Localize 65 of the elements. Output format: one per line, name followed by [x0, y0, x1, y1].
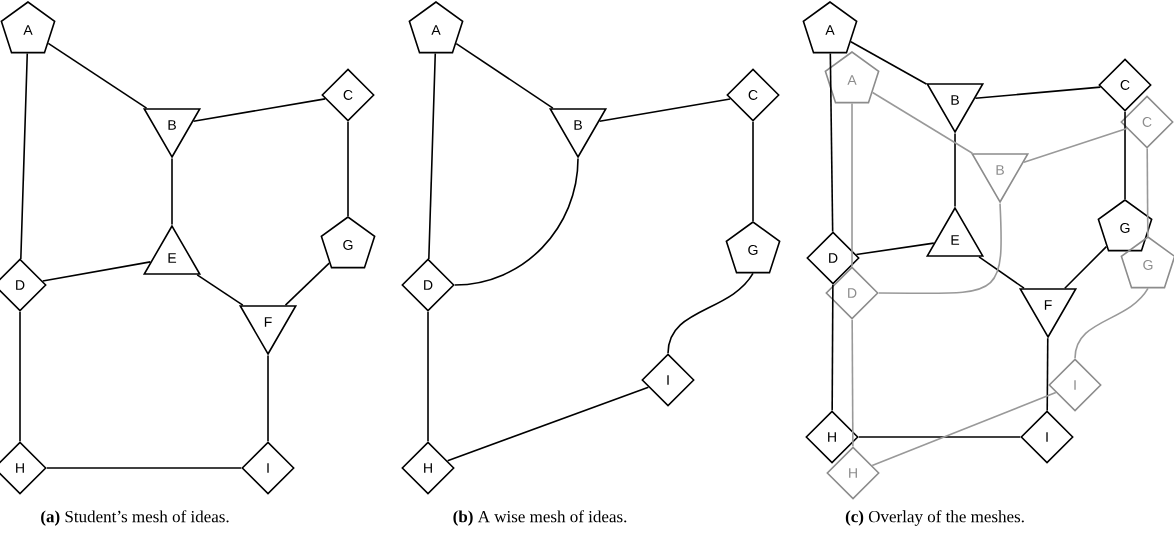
connector-line: [1023, 127, 1128, 163]
connector-line: [428, 52, 437, 260]
connector-line: [871, 391, 1057, 467]
pentagon-node: G: [1120, 236, 1174, 289]
connector-line: [855, 242, 935, 256]
diamond-node: I: [241, 441, 295, 495]
connector-line: [1146, 147, 1149, 237]
connector-line: [598, 98, 731, 123]
connector-line: [46, 467, 242, 469]
connector-line: [196, 274, 244, 306]
connector-line: [1124, 111, 1126, 200]
diamond-node: C: [726, 68, 780, 122]
connector-line: [851, 102, 853, 267]
connector-line: [829, 52, 834, 233]
diamond-node: H: [401, 441, 455, 495]
pentagon-node: G: [1097, 199, 1153, 252]
connector-line: [831, 283, 834, 412]
connector-line: [954, 132, 956, 208]
diamond-node: C: [1098, 58, 1152, 112]
connector-line: [851, 318, 854, 448]
diamond-node: H: [805, 410, 859, 464]
connector-line: [284, 262, 331, 306]
connector-line: [850, 40, 928, 85]
caption: (c) Overlay of the meshes.: [845, 510, 1024, 526]
pentagon-node: A: [824, 51, 880, 104]
connector-line: [41, 261, 152, 282]
connector-line: [1046, 337, 1049, 412]
diamond-node: I: [1048, 358, 1102, 412]
connector-line: [878, 202, 1002, 295]
connector-line: [974, 86, 1102, 99]
diamond-node: H: [0, 441, 47, 495]
connector-line: [858, 436, 1021, 438]
diamond-node: D: [825, 266, 879, 320]
connector-line: [19, 311, 21, 442]
pentagon-node: A: [0, 1, 56, 54]
connector-line: [171, 157, 173, 226]
diamond-node: I: [641, 353, 695, 407]
diamond-node: C: [1120, 95, 1174, 149]
connector-line: [978, 256, 1025, 289]
caption: (b) A wise mesh of ideas.: [453, 510, 627, 526]
pentagon-node: G: [320, 216, 376, 269]
connector-line: [446, 386, 650, 462]
connector-line: [752, 121, 754, 222]
diamond-node: I: [1020, 410, 1074, 464]
connector-line: [1064, 245, 1108, 289]
connector-line: [454, 157, 579, 286]
diamond-node: D: [806, 231, 860, 285]
pentagon-node: A: [408, 1, 464, 54]
caption: (a) Student’s mesh of ideas.: [41, 510, 229, 526]
pentagon-node: G: [725, 221, 781, 274]
connector-line: [47, 42, 148, 109]
pentagon-node: A: [802, 1, 858, 54]
connector-line: [267, 354, 269, 442]
connector-line: [1074, 287, 1149, 359]
connector-line: [667, 272, 754, 354]
connector-line: [347, 121, 349, 217]
connector-line: [427, 311, 429, 442]
diamond-node: C: [321, 68, 375, 122]
connector-line: [871, 91, 974, 154]
diamond-node: D: [0, 258, 47, 312]
diamond-node: H: [826, 446, 880, 500]
connector-line: [455, 42, 554, 109]
connector-line: [20, 52, 29, 260]
diamond-node: D: [401, 258, 455, 312]
connector-line: [192, 98, 326, 123]
